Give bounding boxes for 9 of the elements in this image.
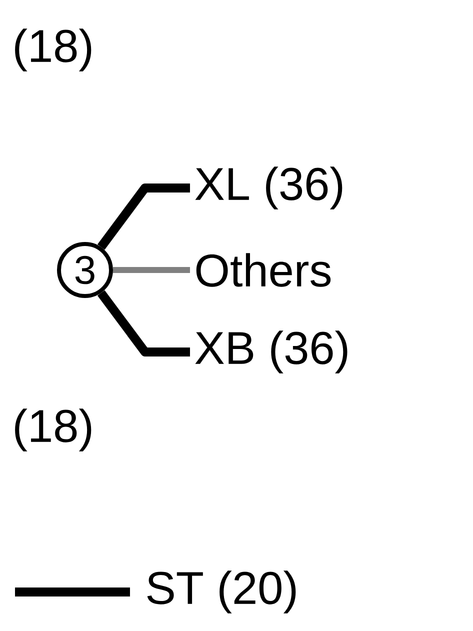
branch-label: Others: [196, 253, 331, 287]
branch-label: XL (36): [195, 166, 342, 210]
connector-line: [97, 290, 190, 356]
branch-label: XB (36): [195, 330, 348, 374]
count-label: (18): [15, 408, 92, 452]
connector-line: [113, 267, 190, 273]
count-label: (18): [15, 28, 92, 72]
connector-line: [97, 184, 190, 250]
legend-text: ST (20): [147, 570, 296, 614]
